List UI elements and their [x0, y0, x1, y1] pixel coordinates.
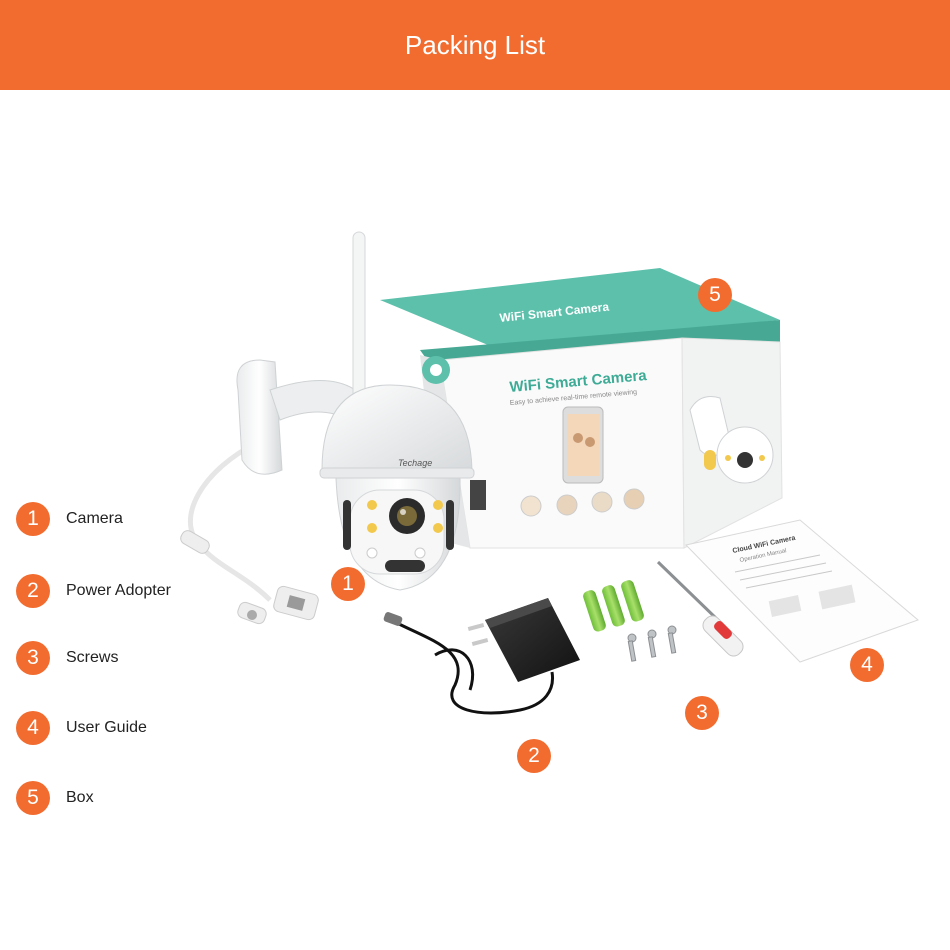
camera-brand-label: Techage — [398, 458, 432, 468]
legend-item-user-guide: 4 User Guide — [16, 711, 147, 745]
power-adapter — [383, 598, 580, 715]
legend-item-screws: 3 Screws — [16, 641, 118, 675]
legend-label: Screws — [66, 649, 119, 666]
legend-number: 2 — [16, 574, 50, 608]
legend-item-box: 5 Box — [16, 781, 94, 815]
callout-camera: 1 — [331, 567, 365, 601]
legend-label: User Guide — [66, 719, 147, 736]
camera-product: Techage — [180, 231, 475, 625]
screws-kit — [583, 560, 744, 662]
header-banner: Packing List — [0, 0, 950, 90]
legend-number: 5 — [16, 781, 50, 815]
legend-number: 1 — [16, 502, 50, 536]
callout-adapter: 2 — [517, 739, 551, 773]
callout-box: 5 — [698, 278, 732, 312]
legend-label: Power Adopter — [66, 582, 171, 599]
legend-label: Camera — [66, 510, 123, 527]
legend-label: Box — [66, 789, 94, 806]
callout-guide: 4 — [850, 648, 884, 682]
legend-number: 4 — [16, 711, 50, 745]
user-guide: Cloud WiFi Camera Operation Manual — [685, 519, 919, 663]
legend-item-power-adapter: 2 Power Adopter — [16, 574, 171, 608]
page-title: Packing List — [404, 29, 546, 60]
legend-item-camera: 1 Camera — [16, 502, 123, 536]
callout-screws: 3 — [685, 696, 719, 730]
legend-number: 3 — [16, 641, 50, 675]
